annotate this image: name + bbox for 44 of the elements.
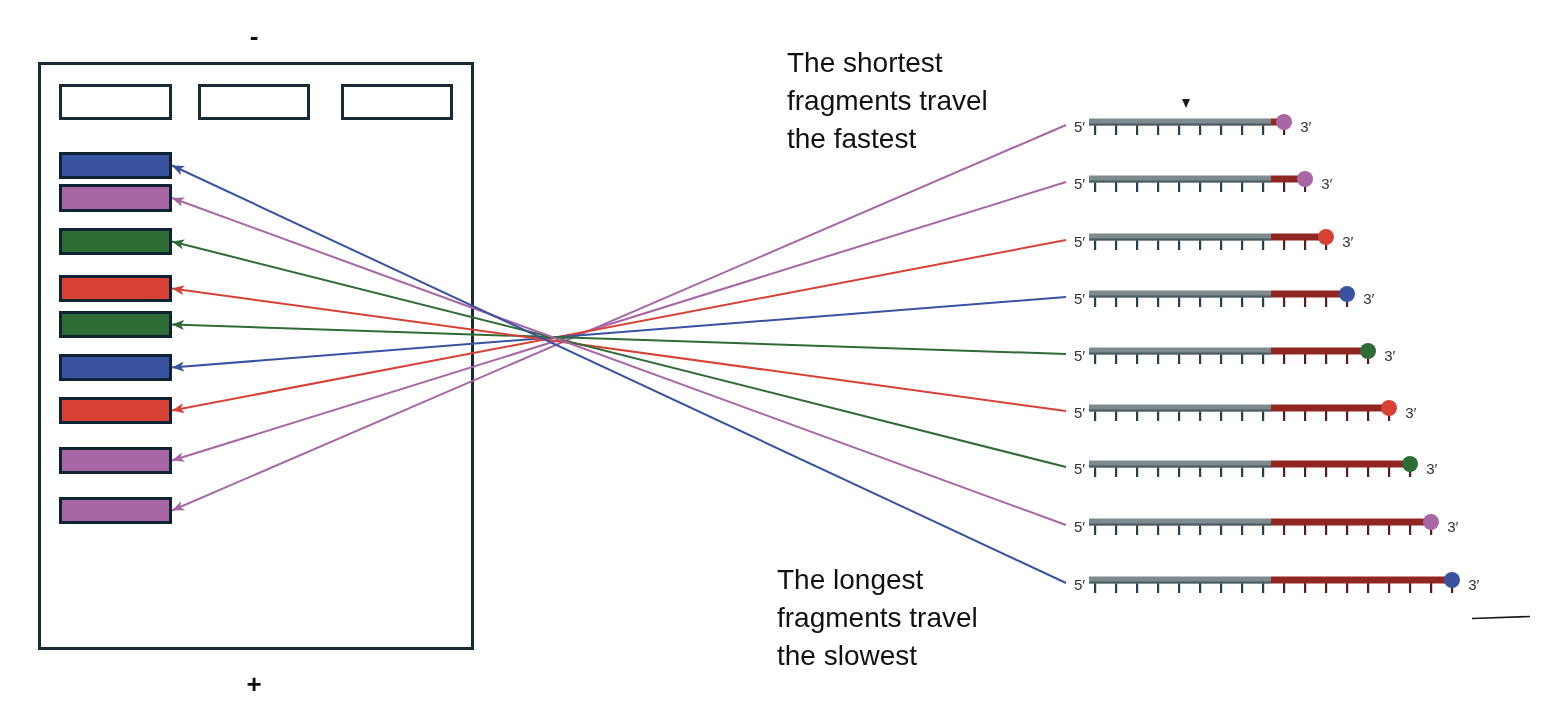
dna-band bbox=[59, 184, 172, 212]
strand-end-label: 3′ bbox=[1342, 233, 1354, 250]
strand-end-label: 3′ bbox=[1468, 576, 1480, 593]
dna-band bbox=[59, 311, 172, 338]
arrow bbox=[171, 239, 1067, 468]
dna-band bbox=[59, 447, 172, 474]
electrode-sign: - bbox=[249, 22, 259, 50]
dna-band bbox=[59, 354, 172, 381]
strand-end-label: 3′ bbox=[1384, 347, 1396, 364]
dna-band bbox=[59, 228, 172, 255]
arrow bbox=[171, 319, 1067, 355]
annotation-text: The longest fragments travel the slowest bbox=[777, 563, 979, 673]
strand-end-label: 3′ bbox=[1405, 404, 1417, 421]
strand-end-label: 5′ bbox=[1074, 576, 1086, 593]
strand-end-label: 5′ bbox=[1074, 518, 1086, 535]
gel-box bbox=[38, 62, 474, 650]
electrode-sign: + bbox=[246, 670, 262, 698]
strand-end-label: 5′ bbox=[1074, 290, 1086, 307]
dna-band bbox=[59, 397, 172, 424]
gel-well bbox=[341, 84, 453, 120]
strand-end-label: 5′ bbox=[1074, 175, 1086, 192]
strand-end-label: 3′ bbox=[1447, 518, 1459, 535]
strand-end-label: 3′ bbox=[1300, 118, 1312, 135]
arrow bbox=[171, 285, 1067, 412]
arrow bbox=[171, 164, 1067, 584]
strand-end-label: 5′ bbox=[1074, 460, 1086, 477]
arrow bbox=[171, 296, 1067, 372]
arrow bbox=[171, 239, 1067, 414]
gel-well bbox=[59, 84, 172, 120]
strand-end-label: 3′ bbox=[1426, 460, 1438, 477]
strand-end-label: 5′ bbox=[1074, 404, 1086, 421]
arrow bbox=[171, 181, 1067, 462]
strand-end-label: 5′ bbox=[1074, 347, 1086, 364]
arrow bbox=[171, 124, 1067, 512]
strand-end-label: 3′ bbox=[1321, 175, 1333, 192]
gel-well bbox=[198, 84, 310, 120]
strand-end-label: 5′ bbox=[1074, 118, 1086, 135]
dna-band bbox=[59, 275, 172, 302]
annotation-text: The shortest fragments travel the fastest bbox=[787, 46, 989, 156]
strand-end-label: 3′ bbox=[1363, 290, 1375, 307]
arrow bbox=[171, 197, 1067, 526]
dna-band bbox=[59, 497, 172, 524]
strand-end-label: 5′ bbox=[1074, 233, 1086, 250]
dna-band bbox=[59, 152, 172, 179]
